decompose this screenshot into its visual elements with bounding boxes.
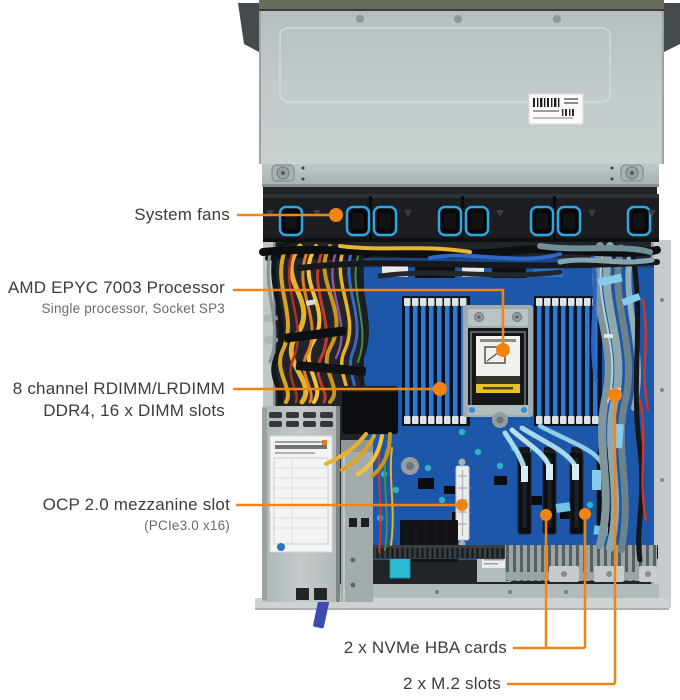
callout-dot-ocp xyxy=(456,499,468,511)
power-connector xyxy=(342,386,398,434)
rack-ear-left xyxy=(238,3,259,52)
callout-dot-cpu xyxy=(496,343,510,357)
fan-latch-handle xyxy=(278,205,304,237)
motherboard xyxy=(364,258,654,582)
chassis-top-cover xyxy=(238,0,680,164)
label-dimm-line2: DDR4, 16 x DIMM slots xyxy=(43,400,225,420)
callout-dots xyxy=(329,208,622,521)
callout-line-nvme xyxy=(513,520,587,650)
callout-dot-nvme-1 xyxy=(540,509,552,521)
cable-tie xyxy=(295,361,367,376)
chassis-right-wall xyxy=(651,240,671,608)
cpu-socket xyxy=(463,305,533,417)
callout-line-cpu xyxy=(233,288,505,343)
cable-band-top xyxy=(259,243,661,279)
label-nvme-hba: 2 x NVMe HBA cards xyxy=(344,637,507,659)
callout-lines xyxy=(233,213,617,686)
hba-cables xyxy=(502,423,605,471)
label-nvme-hba-text: 2 x NVMe HBA cards xyxy=(343,638,507,657)
label-dimm: 8 channel RDIMM/LRDIMM DDR4, 16 x DIMM s… xyxy=(13,378,225,421)
psu-label xyxy=(269,435,333,553)
callout-line-m2 xyxy=(507,402,617,686)
label-ocp: OCP 2.0 mezzanine slot (PCIe3.0 x16) xyxy=(43,494,230,535)
dimm-bank-right xyxy=(534,296,602,426)
label-ocp-sub: (PCIe3.0 x16) xyxy=(144,518,230,533)
callout-dot-m2 xyxy=(608,388,622,402)
label-m2-text: 2 x M.2 slots xyxy=(402,674,501,693)
dimm-bank-left xyxy=(402,296,470,426)
rack-ear-right xyxy=(664,3,680,52)
label-cpu-main: AMD EPYC 7003 Processor xyxy=(7,278,225,297)
label-dimm-line1: 8 channel RDIMM/LRDIMM xyxy=(12,379,225,398)
label-m2: 2 x M.2 slots xyxy=(403,673,501,695)
label-cpu: AMD EPYC 7003 Processor Single processor… xyxy=(8,277,225,318)
power-cable-fanout xyxy=(324,432,392,478)
blue-tab xyxy=(313,597,330,629)
label-system-fans-text: System fans xyxy=(134,205,230,224)
label-system-fans: System fans xyxy=(134,204,230,226)
callout-dot-nvme-2 xyxy=(579,508,591,520)
callout-dot-dimm xyxy=(433,382,447,396)
callout-dot-system-fans xyxy=(329,208,343,222)
barcode-sticker xyxy=(528,93,584,125)
system-fan-tray xyxy=(263,194,659,242)
label-cpu-sub: Single processor, Socket SP3 xyxy=(41,301,225,316)
label-ocp-main: OCP 2.0 mezzanine slot xyxy=(42,495,230,514)
cable-tie xyxy=(283,326,347,343)
crossbar xyxy=(262,162,659,187)
